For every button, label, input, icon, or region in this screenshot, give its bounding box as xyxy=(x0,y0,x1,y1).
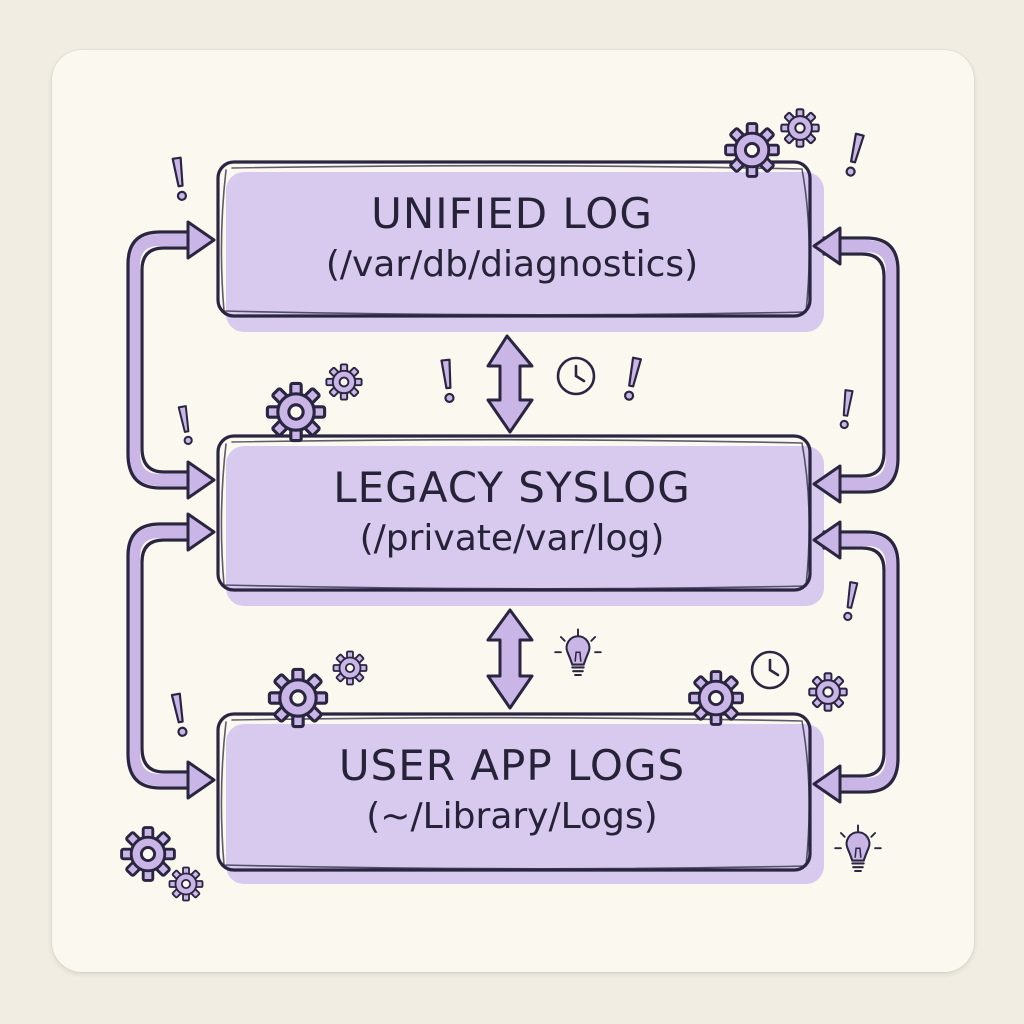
exclamation-icon xyxy=(171,156,188,202)
gear-icon xyxy=(808,672,848,712)
exclamation-icon xyxy=(440,358,455,404)
box-outline-unified xyxy=(216,160,812,318)
node-unified-log: UNIFIED LOG (/var/db/diagnostics) xyxy=(216,164,808,314)
node-title: USER APP LOGS xyxy=(338,741,686,791)
node-path: (/var/db/diagnostics) xyxy=(325,243,699,285)
gear-icon xyxy=(780,108,820,148)
exclamation-icon xyxy=(177,405,194,446)
exclamation-icon xyxy=(844,132,865,178)
box-outline-legacy xyxy=(216,434,812,592)
left-loop-legacy-user xyxy=(126,512,216,800)
exclamation-icon xyxy=(842,581,859,622)
gear-icon xyxy=(332,650,368,686)
exclamation-icon xyxy=(623,356,643,402)
clock-icon xyxy=(750,650,790,690)
node-title: LEGACY SYSLOG xyxy=(333,463,691,513)
node-path: (/private/var/log) xyxy=(359,517,665,559)
node-user-app-logs: USER APP LOGS (~/Library/Logs) xyxy=(216,716,808,866)
exclamation-icon xyxy=(170,692,189,738)
box-shadows xyxy=(226,172,824,884)
clock-icon xyxy=(556,356,596,396)
node-path: (~/Library/Logs) xyxy=(366,795,658,837)
gear-icon xyxy=(325,363,363,401)
lightbulb-icon xyxy=(834,824,882,873)
node-legacy-syslog: LEGACY SYSLOG (/private/var/log) xyxy=(216,438,808,588)
exclamation-icon xyxy=(839,389,854,430)
box-outline-user xyxy=(216,712,812,872)
gear-icon xyxy=(168,866,204,902)
node-title: UNIFIED LOG xyxy=(371,189,653,239)
right-loop-legacy-user xyxy=(812,520,900,804)
gear-icon xyxy=(120,826,176,882)
left-loop-unified-legacy xyxy=(126,220,216,500)
lightbulb-icon xyxy=(554,628,602,677)
gear-icon xyxy=(265,381,327,443)
double-arrow-legacy-user xyxy=(486,608,534,710)
right-loop-unified-legacy xyxy=(812,226,900,504)
double-arrow-unified-legacy xyxy=(486,334,534,434)
